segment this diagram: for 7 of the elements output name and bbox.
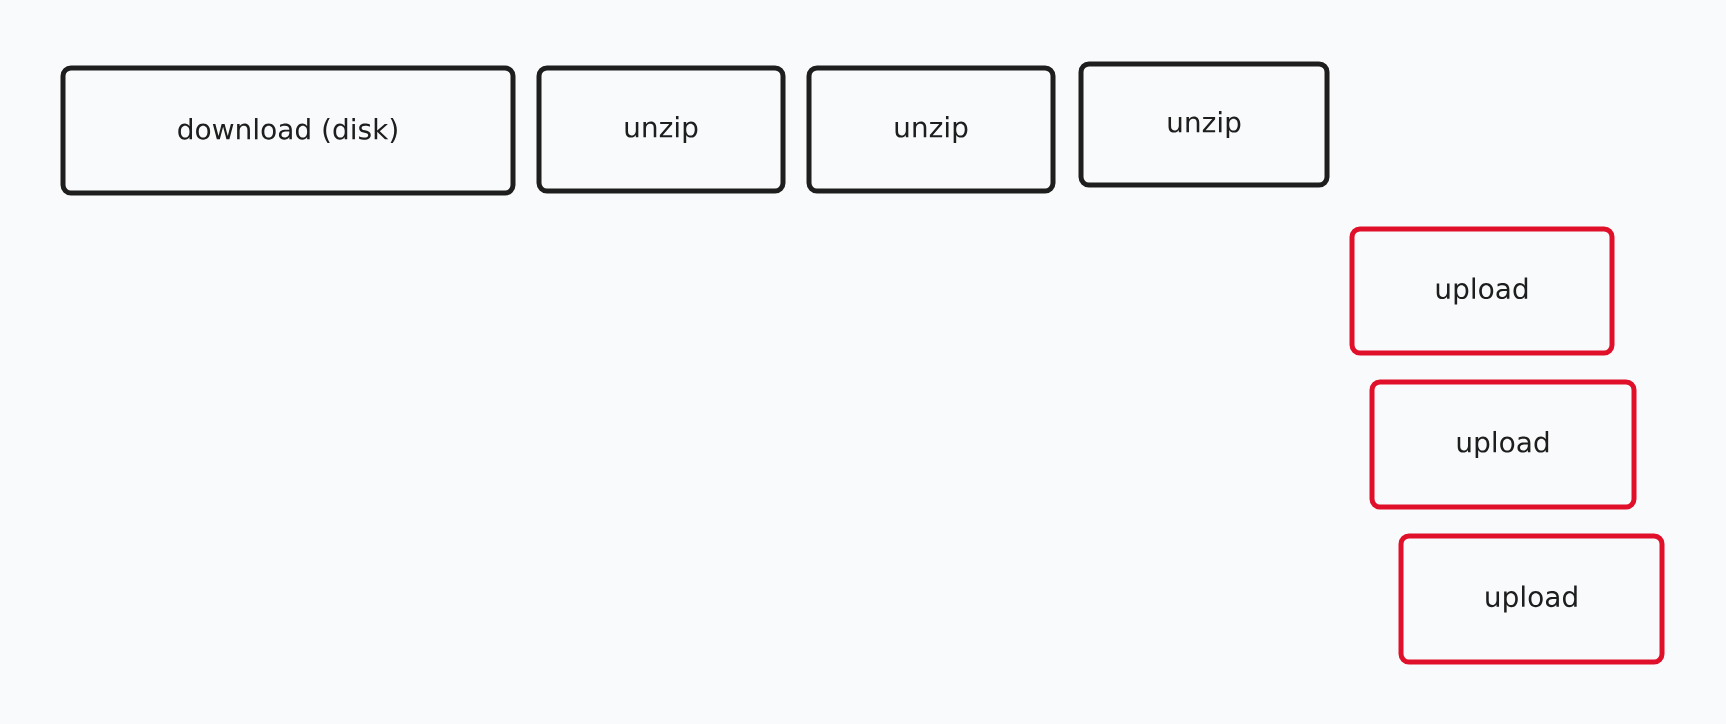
process-box: unzip [536,65,786,194]
process-box: upload [1369,379,1637,510]
process-box: unzip [1078,61,1330,188]
process-box: unzip [806,65,1056,194]
process-box: upload [1398,533,1665,665]
process-box: download (disk) [60,65,516,196]
process-box: upload [1349,226,1615,356]
